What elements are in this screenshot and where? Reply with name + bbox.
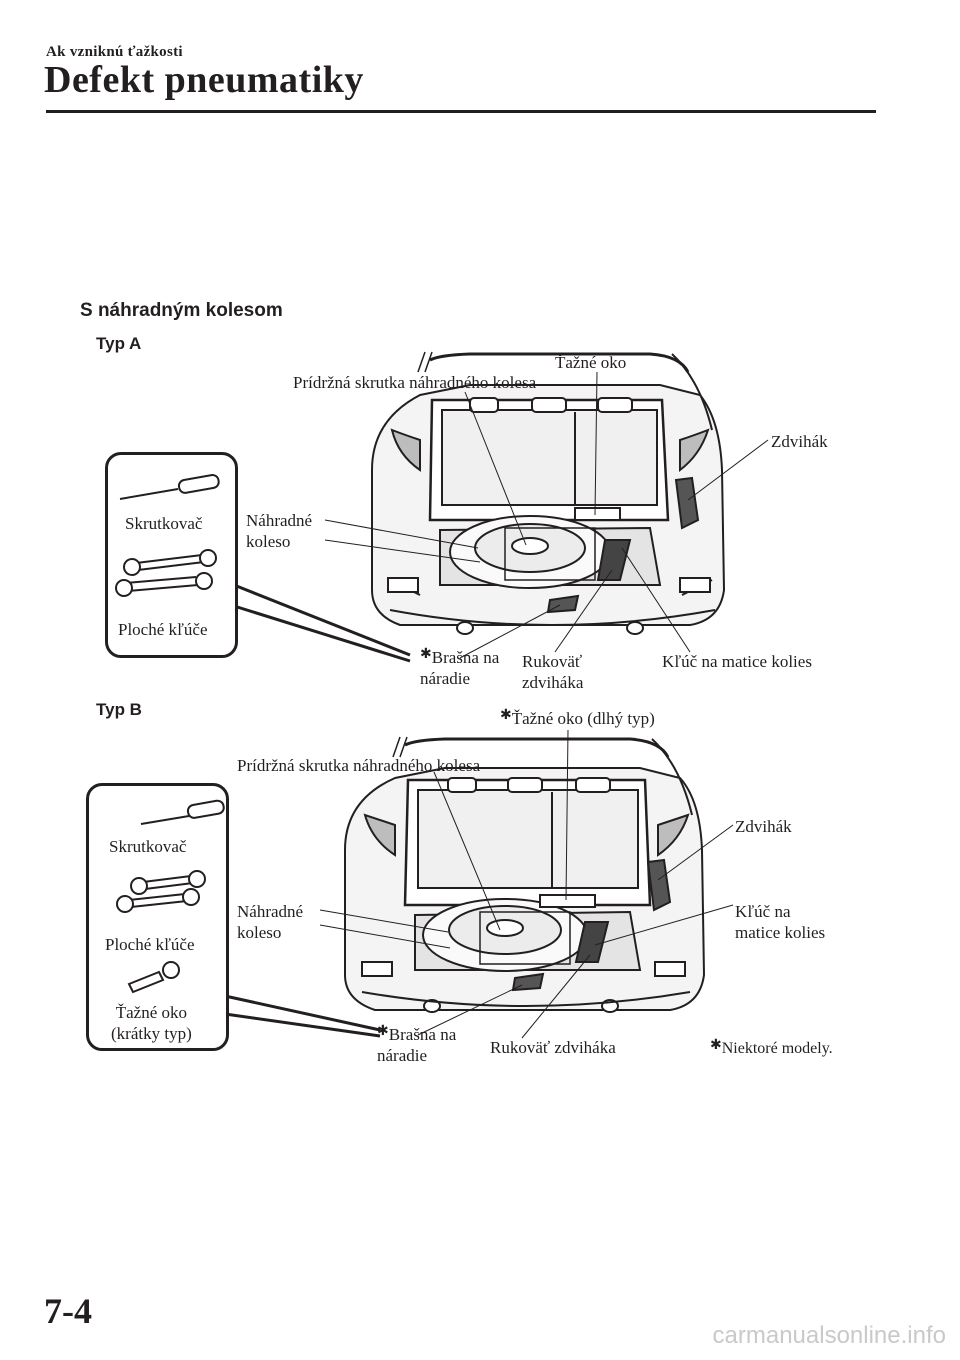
screwdriver-label: Skrutkovač — [125, 514, 203, 533]
jack-handle-label: Rukoväť zdviháka — [522, 652, 584, 692]
title-rule — [46, 110, 876, 113]
spare-wheel-label: Náhradné koleso — [246, 511, 313, 551]
type-b-label: Typ B — [96, 700, 142, 719]
tool-bag-label: ✱Brašna na náradie — [420, 647, 500, 688]
wrenches-label: Ploché kľúče — [105, 935, 195, 954]
footnote: ✱Niektoré modely. — [710, 1038, 833, 1057]
screwdriver-icon — [140, 799, 225, 825]
type-a-toolbox: Skrutkovač Ploché kľúče — [105, 452, 238, 658]
watermark: carmanualsonline.info — [712, 1322, 946, 1349]
tool-bag-label: ✱Brašna na náradie — [377, 1024, 457, 1065]
tow-hook-icon — [127, 961, 180, 994]
asterisk-icon: ✱ — [710, 1038, 722, 1053]
wrenches-label: Ploché kľúče — [118, 620, 208, 639]
spare-wheel-label: Náhradné koleso — [237, 902, 304, 942]
tow-hook-label: Ťažné oko — [555, 353, 627, 372]
wrench-icon — [116, 870, 206, 913]
jack-handle-label: Rukoväť zdviháka — [490, 1038, 616, 1057]
asterisk-icon: ✱ — [500, 708, 512, 723]
lug-wrench-label: Kľúč na matice kolies — [662, 652, 812, 671]
jack-label: Zdvihák — [735, 817, 792, 836]
asterisk-icon: ✱ — [420, 647, 432, 662]
jack-label: Zdvihák — [771, 432, 828, 451]
lug-wrench-label: Kľúč na matice kolies — [735, 902, 826, 942]
long-tow-hook-label: ✱Ťažné oko (dlhý typ) — [500, 708, 655, 728]
page-number: 7-4 — [44, 1291, 92, 1331]
type-a-label: Typ A — [96, 334, 142, 353]
short-tow-hook-label: Ťažné oko (krátky typ) — [111, 1003, 192, 1043]
screwdriver-label: Skrutkovač — [109, 837, 187, 856]
type-b-toolbox: Skrutkovač Ploché kľúče Ťažné oko (krátk… — [86, 783, 229, 1051]
spare-bolt-label: Prídržná skrutka náhradného kolesa — [237, 756, 481, 775]
section-label: Ak vzniknú ťažkosti — [46, 44, 183, 60]
wrench-icon — [115, 549, 217, 597]
spare-bolt-label: Prídržná skrutka náhradného kolesa — [293, 373, 537, 392]
asterisk-icon: ✱ — [377, 1024, 389, 1039]
section-heading: S náhradným kolesom — [80, 300, 283, 321]
screwdriver-icon — [119, 474, 220, 500]
page-title: Defekt pneumatiky — [44, 59, 364, 101]
